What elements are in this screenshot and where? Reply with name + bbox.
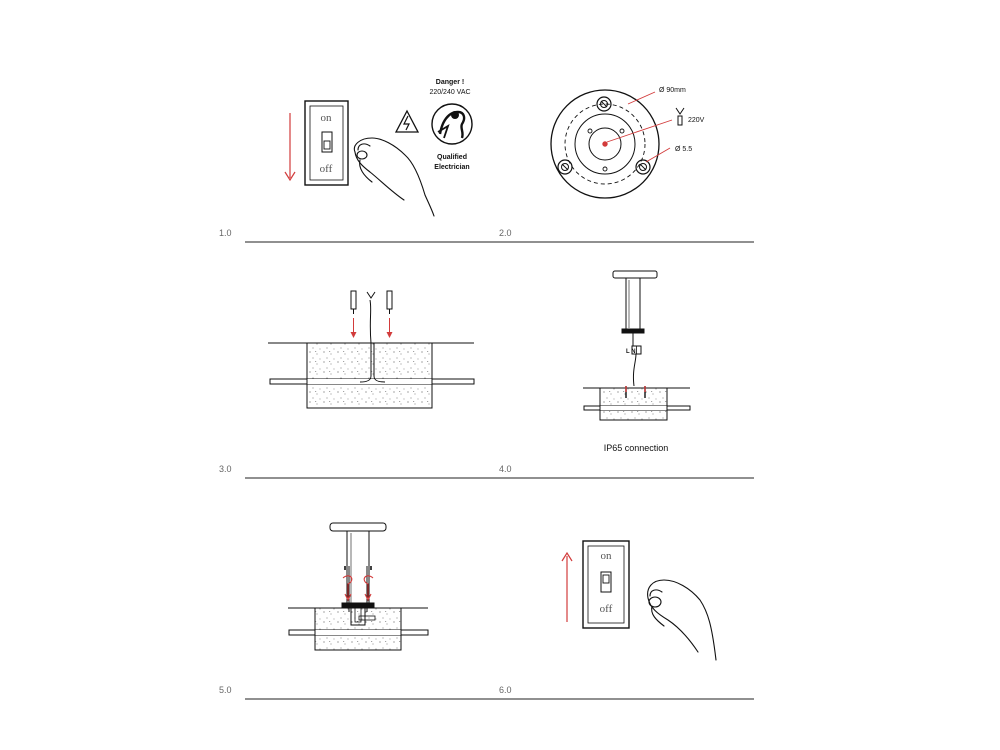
switch-on-label: on [321,112,333,124]
electrician-icon [431,103,473,145]
step-4-panel [583,270,691,421]
arrow-down-icon [284,113,296,182]
concrete-footing-5 [314,607,402,651]
hand-icon [647,579,717,661]
step-3-panel [268,290,475,409]
bolt-circle [564,103,646,185]
step-number-4: 4.0 [499,464,512,474]
base-plate-outline [550,89,660,199]
anchor-bolt-left [350,290,357,338]
step-1-panel: on off Danger ! 220/240 VAC Qualified [284,79,473,217]
step-number-3: 3.0 [219,464,232,474]
warning-icon [394,109,420,133]
step-number-1: 1.0 [219,228,232,238]
electrician-label: Electrician [434,164,469,171]
qualified-label: Qualified [437,154,467,161]
switch-off-label-6: off [600,603,613,615]
switch-on-label-6: on [601,550,613,562]
concrete-footing [306,342,433,409]
screw-hole-right [635,159,651,175]
step-number-6: 6.0 [499,685,512,695]
anchor-bolt-right [386,290,393,338]
step-6-panel: on off [561,540,717,661]
wall-switch-off: on off [304,100,349,186]
step-2-panel [550,89,685,199]
danger-label: Danger ! [436,79,464,86]
screw-hole-left [557,159,573,175]
hand-icon [353,137,435,217]
arrow-up-icon [561,551,573,622]
rotate-arrow-icon [342,575,374,602]
step-5-panel [288,522,429,651]
step-dividers [245,241,754,700]
hole-diameter-label: Ø 5.5 [675,146,692,153]
switch-off-label: off [320,163,333,175]
terminal-label: L N [626,349,636,355]
voltage-label: 220V [688,117,705,124]
step-number-5: 5.0 [219,685,232,695]
voltage-warning-label: 220/240 VAC [429,89,470,96]
screw-hole-top [596,96,612,112]
cable-icon [675,107,685,126]
ip65-caption: IP65 connection [604,443,669,453]
wall-switch-on: on off [582,540,630,629]
diameter-label: Ø 90mm [659,87,686,94]
concrete-footing-4 [599,387,668,421]
step-number-2: 2.0 [499,228,512,238]
